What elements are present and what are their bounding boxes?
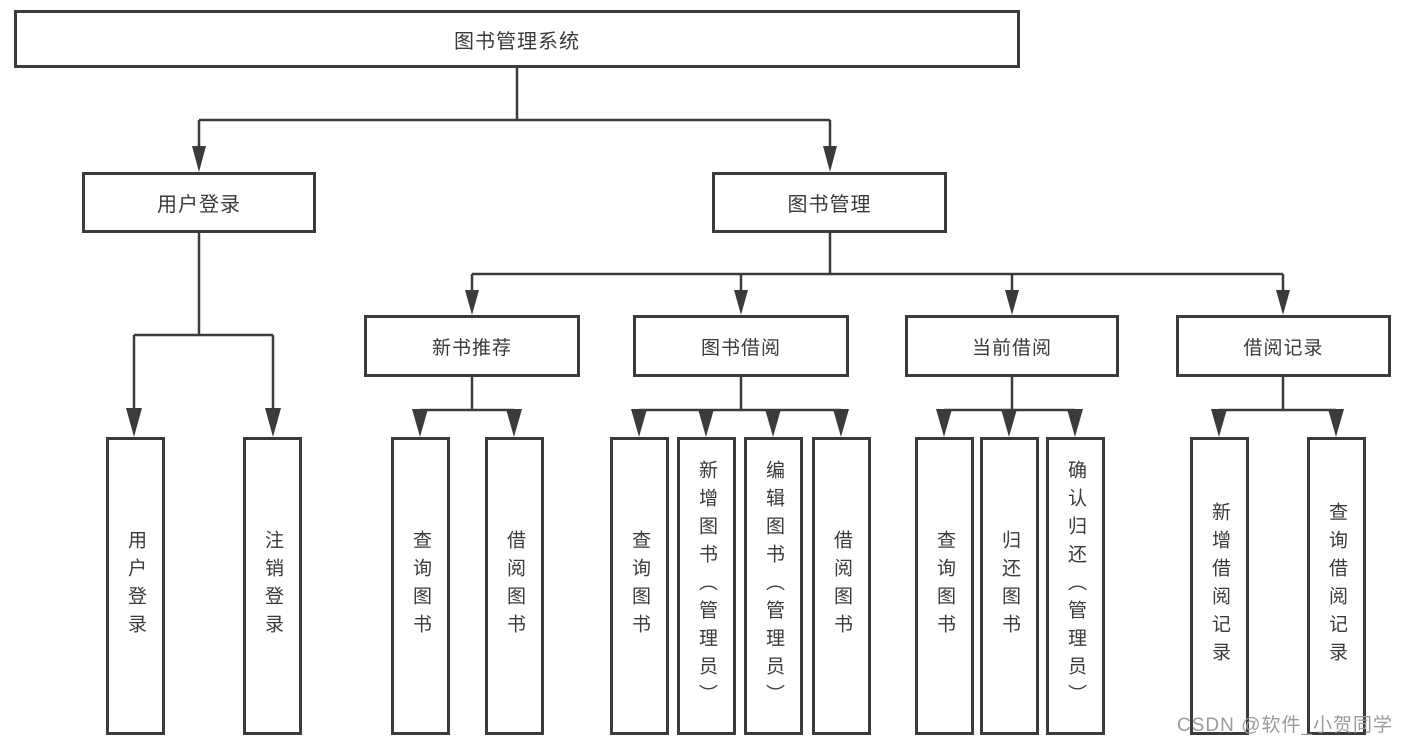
node-label: 图书管理 (787, 194, 872, 216)
leaf-label: 查询图书 (629, 530, 650, 642)
leaf-label: 确认归还（管理员） (1065, 460, 1086, 712)
leaf-user-login: 用户登录 (106, 437, 165, 735)
leaf-logout: 注销登录 (243, 437, 302, 735)
node-label: 借阅记录 (1243, 337, 1324, 359)
leaf-label: 新增借阅记录 (1209, 502, 1230, 670)
node-label: 新书推荐 (431, 337, 512, 359)
node-library-management-system: 图书管理系统 (14, 10, 1020, 68)
leaf-query-book-borrow: 查询图书 (610, 437, 669, 735)
node-new-book-recommend: 新书推荐 (364, 315, 580, 377)
leaf-query-book-current: 查询图书 (915, 437, 974, 735)
leaf-add-borrow-record: 新增借阅记录 (1190, 437, 1249, 735)
node-label: 当前借阅 (971, 337, 1052, 359)
leaf-label: 查询图书 (410, 530, 431, 642)
leaf-confirm-return-admin: 确认归还（管理员） (1046, 437, 1105, 735)
leaf-return-book: 归还图书 (980, 437, 1039, 735)
node-label: 图书管理系统 (454, 30, 580, 53)
leaf-label: 借阅图书 (504, 530, 525, 642)
leaf-query-book-recommend: 查询图书 (391, 437, 450, 735)
node-book-borrow: 图书借阅 (633, 315, 849, 377)
node-book-management-branch: 图书管理 (712, 172, 947, 233)
node-user-login-branch: 用户登录 (82, 172, 316, 233)
node-label: 图书借阅 (700, 337, 781, 359)
leaf-label: 归还图书 (999, 530, 1020, 642)
leaf-label: 用户登录 (125, 530, 146, 642)
node-borrow-records: 借阅记录 (1176, 315, 1391, 377)
leaf-label: 编辑图书（管理员） (763, 460, 784, 712)
csdn-watermark: CSDN @软件_小贺同学 (1177, 715, 1393, 736)
leaf-add-book-admin: 新增图书（管理员） (677, 437, 736, 735)
leaf-label: 查询图书 (934, 530, 955, 642)
leaf-label: 借阅图书 (831, 530, 852, 642)
node-current-borrow: 当前借阅 (905, 315, 1119, 377)
leaf-label: 新增图书（管理员） (696, 460, 717, 712)
arrowheads (126, 146, 1344, 437)
leaf-query-borrow-record: 查询借阅记录 (1307, 437, 1366, 735)
leaf-label: 注销登录 (262, 530, 283, 642)
leaf-edit-book-admin: 编辑图书（管理员） (744, 437, 803, 735)
leaf-borrow-book: 借阅图书 (812, 437, 871, 735)
node-label: 用户登录 (157, 194, 241, 216)
leaf-label: 查询借阅记录 (1326, 502, 1347, 670)
leaf-borrow-book-recommend: 借阅图书 (485, 437, 544, 735)
